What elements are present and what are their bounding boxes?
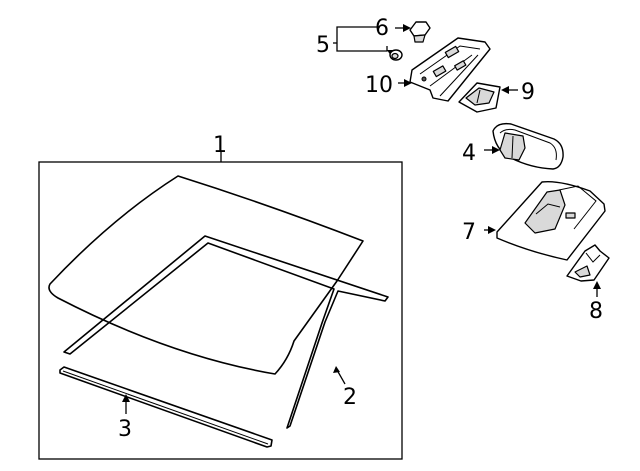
callout-3-arrow [122,394,130,402]
part-6-clip [409,21,431,43]
callout-9-arrow [501,86,509,94]
callout-8: 8 [589,299,603,324]
callout-5-bracket [336,26,388,52]
part-5-fastener [389,49,403,61]
windshield-glass [48,175,364,375]
callout-7: 7 [462,220,476,245]
callout-2-arrow [333,366,340,373]
windshield-group-box [38,161,403,460]
callout-2-leader [336,369,346,385]
part-8-clip [566,244,610,282]
part-7-cover [496,181,606,261]
callout-10: 10 [365,73,393,98]
callout-5: 5 [316,33,330,58]
callout-7-arrow [488,226,496,234]
callout-4: 4 [462,141,476,166]
callout-6: 6 [375,16,389,41]
reveal-moulding-edge [62,370,269,445]
callout-1: 1 [213,133,227,158]
part-10-bracket [409,37,491,102]
callout-6-arrow [403,24,411,32]
reveal-moulding [59,366,273,448]
callout-10-arrow [404,79,412,87]
windshield-moulding [63,235,389,429]
callout-2: 2 [343,385,357,410]
callout-9: 9 [521,80,535,105]
callout-3: 3 [118,417,132,442]
part-9-cover [458,82,501,113]
callout-4-arrow [492,146,500,154]
callout-8-arrow [593,281,601,289]
part-4-mirror [492,122,564,170]
